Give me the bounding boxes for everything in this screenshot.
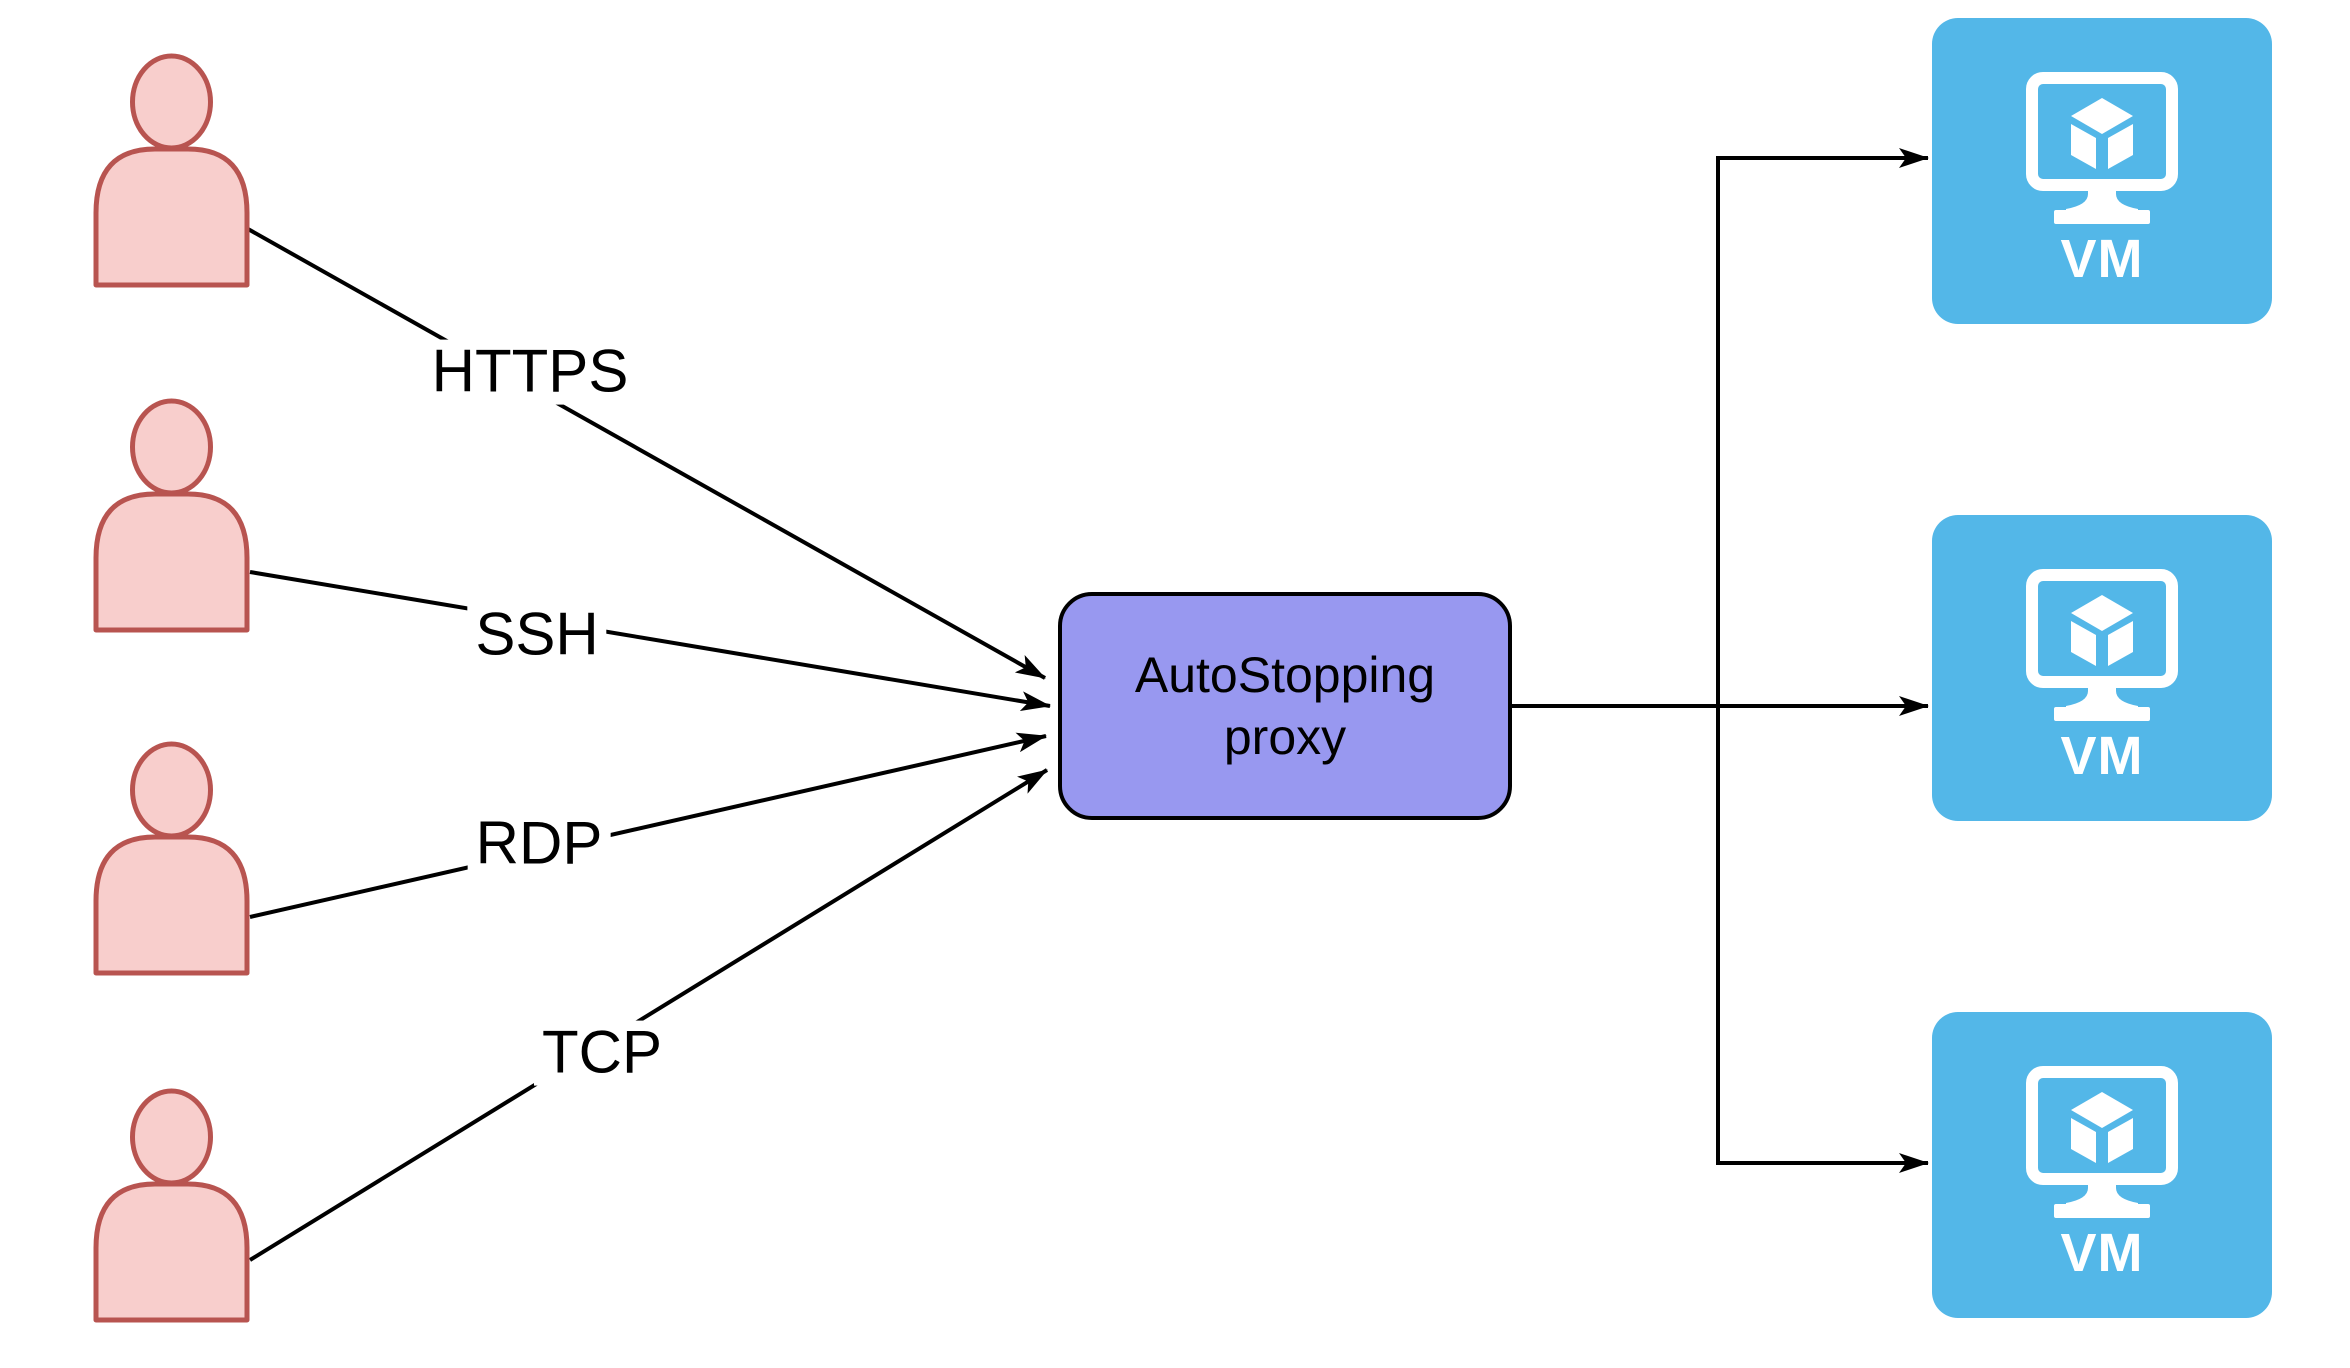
cube-right-face (2108, 621, 2133, 666)
user-head (130, 741, 213, 839)
connector-ssh (249, 570, 1051, 712)
vm-node: VM (1932, 18, 2272, 324)
protocol-label-https: HTTPS (423, 339, 637, 405)
connector-tcp (248, 768, 1049, 1262)
cube-right-face (2108, 1118, 2133, 1163)
cube-left-face (2071, 621, 2096, 666)
user-body (93, 1181, 250, 1323)
user-icon (93, 741, 250, 976)
cube-left-face (2071, 124, 2096, 169)
vm-label: VM (2060, 229, 2144, 289)
proxy-label-line2: proxy (1223, 709, 1347, 765)
connector-https (247, 227, 1046, 680)
cube-top-face (2071, 98, 2133, 134)
autostopping-proxy-node: AutoStopping proxy (1058, 592, 1512, 820)
cube-top-face (2071, 595, 2133, 631)
user-icon (93, 398, 250, 633)
user-head (130, 398, 213, 496)
monitor-stand (2066, 682, 2138, 707)
protocol-label-tcp: TCP (534, 1020, 670, 1086)
user-body (93, 491, 250, 633)
monitor-base (2054, 1204, 2150, 1218)
cube-right-face (2108, 124, 2133, 169)
cube-top-face (2071, 1092, 2133, 1128)
connector-proxy-to-vm-top (1716, 148, 1929, 706)
monitor-stand (2066, 1179, 2138, 1204)
monitor-with-cube-icon (2026, 1066, 2178, 1218)
vm-label: VM (2060, 726, 2144, 786)
monitor-base (2054, 707, 2150, 721)
connector-rdp (249, 732, 1047, 919)
cube-left-face (2071, 1118, 2096, 1163)
user-body (93, 146, 250, 288)
monitor-with-cube-icon (2026, 72, 2178, 224)
monitor-stand (2066, 185, 2138, 210)
user-head (130, 53, 213, 151)
monitor-base (2054, 210, 2150, 224)
user-head (130, 1088, 213, 1186)
vm-node: VM (1932, 1012, 2272, 1318)
proxy-label-line1: AutoStopping (1134, 647, 1436, 703)
connector-proxy-to-vm-bottom (1716, 706, 1929, 1173)
vm-node: VM (1932, 515, 2272, 821)
protocol-label-ssh: SSH (467, 602, 607, 668)
user-icon (93, 53, 250, 288)
user-body (93, 834, 250, 976)
protocol-label-rdp: RDP (467, 811, 611, 877)
vm-label: VM (2060, 1223, 2144, 1283)
monitor-with-cube-icon (2026, 569, 2178, 721)
user-icon (93, 1088, 250, 1323)
